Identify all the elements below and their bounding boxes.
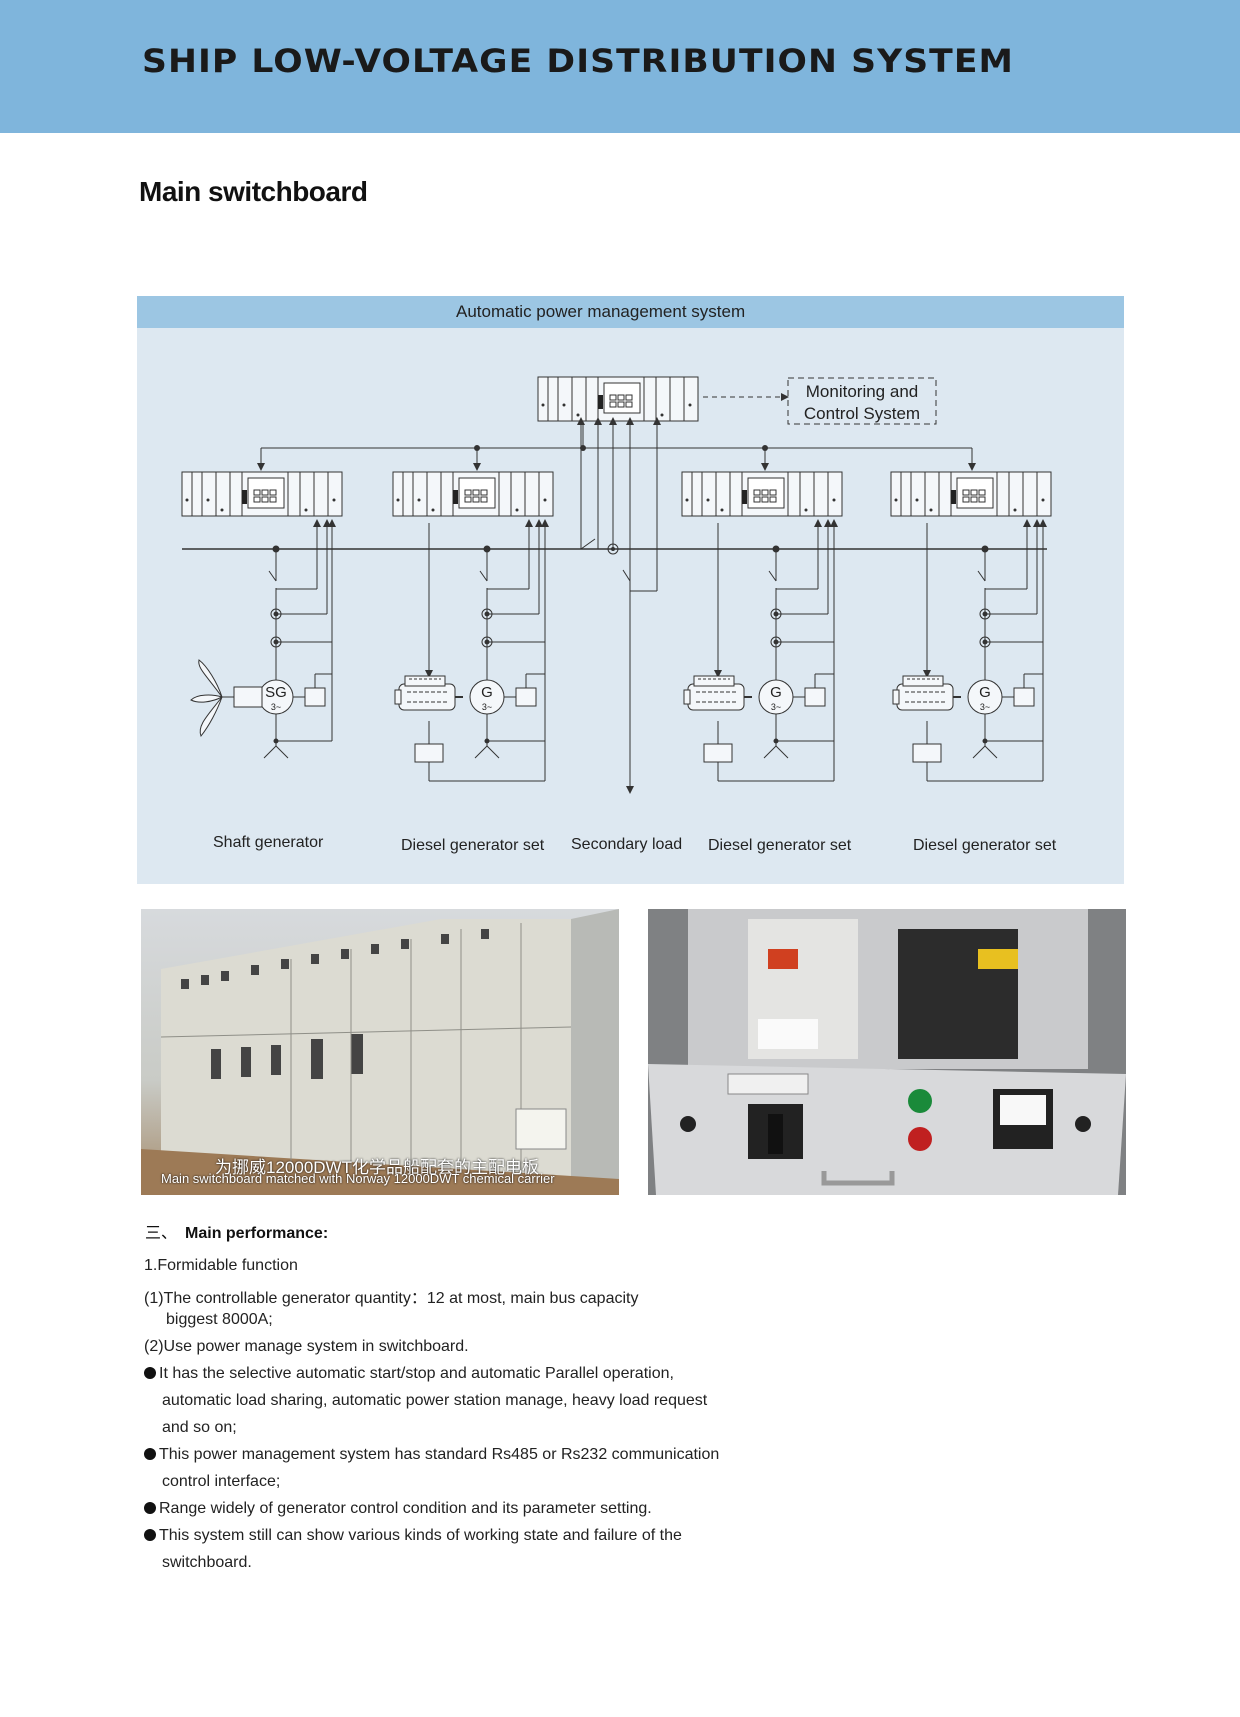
bullet-icon xyxy=(144,1448,156,1460)
performance-heading: 三、 Main performance: xyxy=(145,1219,328,1243)
power-management-diagram: Automatic power management system xyxy=(137,296,1124,884)
perf-bullet-item: Range widely of generator control condit… xyxy=(144,1500,652,1518)
diesel-gen-phase-1: 3~ xyxy=(482,702,492,712)
perf-line: (2)Use power manage system in switchboar… xyxy=(144,1338,469,1355)
diesel-gen-label-1: G xyxy=(481,684,493,701)
page-header-title: SHIP LOW-VOLTAGE DISTRIBUTION SYSTEM xyxy=(142,42,1014,80)
caption-diesel-generator-3: Diesel generator set xyxy=(913,837,1057,854)
bullet-icon xyxy=(144,1502,156,1514)
photo-caption-chinese: 为挪威12000DWT化学品船配套的主配电板 xyxy=(215,1158,539,1177)
header-banner: SHIP LOW-VOLTAGE DISTRIBUTION SYSTEM xyxy=(0,0,1240,133)
caption-diesel-generator-1: Diesel generator set xyxy=(401,837,545,854)
control-unit-photo xyxy=(648,909,1126,1195)
perf-line-text: This system still can show various kinds… xyxy=(159,1527,682,1544)
perf-line-text: This power management system has standar… xyxy=(159,1446,720,1463)
performance-heading-number: 三、 xyxy=(145,1225,178,1242)
perf-line: biggest 8000A; xyxy=(166,1311,273,1328)
perf-line: automatic load sharing, automatic power … xyxy=(162,1392,708,1409)
caption-shaft-generator: Shaft generator xyxy=(213,834,324,851)
perf-line: 1.Formidable function xyxy=(144,1257,298,1274)
control-unit-photo-art xyxy=(648,909,1126,1195)
diesel-gen-phase-3: 3~ xyxy=(980,702,990,712)
monitoring-label-line2: Control System xyxy=(804,404,920,423)
performance-heading-text: Main performance: xyxy=(185,1225,329,1242)
diesel-gen-phase-2: 3~ xyxy=(771,702,781,712)
perf-line-text: Range widely of generator control condit… xyxy=(159,1500,652,1517)
perf-line: and so on; xyxy=(162,1419,237,1436)
diagram-schematic: Monitoring and Control System xyxy=(181,376,1052,794)
perf-bullet-item: This power management system has standar… xyxy=(144,1446,719,1464)
perf-line: control interface; xyxy=(162,1473,281,1490)
diesel-gen-label-3: G xyxy=(979,684,991,701)
diagram-header-label: Automatic power management system xyxy=(456,302,746,321)
photo-caption-english: Main switchboard matched with Norway 120… xyxy=(161,1171,555,1186)
perf-bullet-item: It has the selective automatic start/sto… xyxy=(144,1365,674,1383)
switchboard-photo-art xyxy=(141,909,619,1195)
perf-line-text: It has the selective automatic start/sto… xyxy=(159,1365,674,1382)
diesel-gen-label-2: G xyxy=(770,684,782,701)
caption-secondary-load: Secondary load xyxy=(571,836,683,853)
perf-line: (1)The controllable generator quantity：1… xyxy=(144,1290,639,1307)
shaft-gen-phase: 3~ xyxy=(271,702,281,712)
caption-diesel-generator-2: Diesel generator set xyxy=(708,837,852,854)
section-title: Main switchboard xyxy=(139,176,368,207)
shaft-gen-label: SG xyxy=(265,684,287,701)
switchboard-photo: 为挪威12000DWT化学品船配套的主配电板 Main switchboard … xyxy=(141,909,619,1195)
bullet-icon xyxy=(144,1529,156,1541)
perf-line: switchboard. xyxy=(162,1554,252,1571)
diagram-header: Automatic power management system xyxy=(137,296,1124,328)
bullet-icon xyxy=(144,1367,156,1379)
monitoring-label-line1: Monitoring and xyxy=(806,382,918,401)
perf-bullet-item: This system still can show various kinds… xyxy=(144,1527,682,1545)
